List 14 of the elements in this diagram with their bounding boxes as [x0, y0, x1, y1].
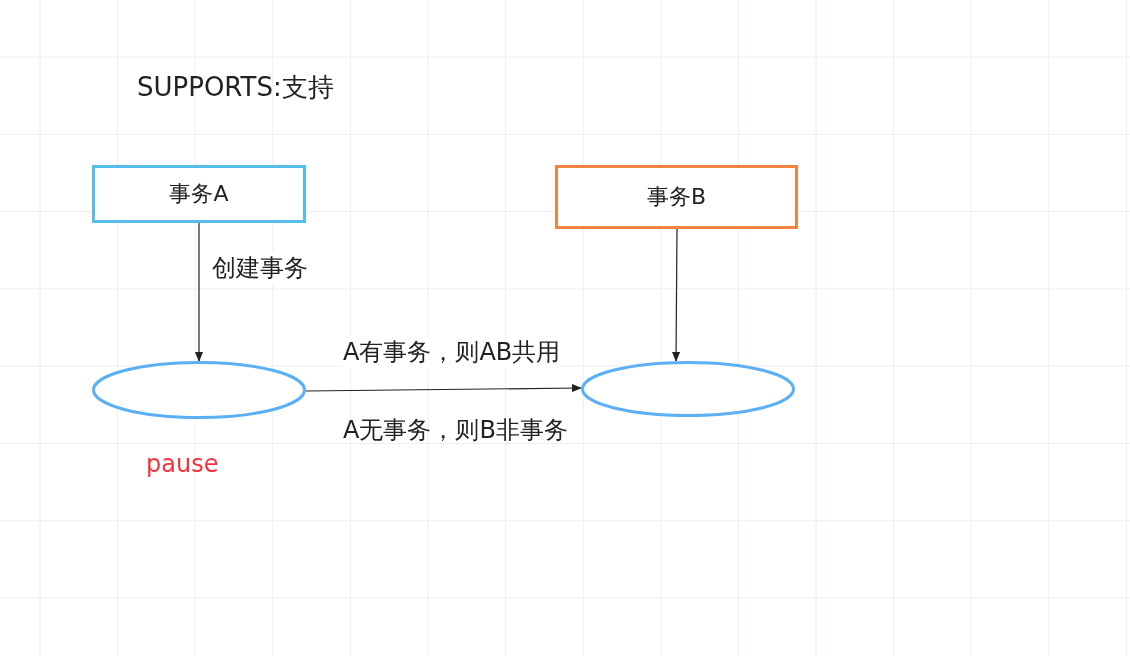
edge-label: A有事务，则AB共用 [343, 336, 561, 368]
arrow [195, 222, 203, 362]
ellipse-node [581, 361, 795, 417]
diagram-title: SUPPORTS:支持 [137, 71, 334, 104]
arrow [305, 384, 582, 393]
process-box [555, 165, 798, 229]
process-box [92, 165, 306, 223]
node-label: 事务B [646, 183, 707, 211]
ellipse-node [92, 361, 306, 419]
node-label: 事务A [169, 180, 229, 208]
edge-label: 创建事务 [212, 252, 308, 284]
node-caption: pause [146, 450, 219, 478]
arrow [672, 228, 681, 362]
annotation-text: A无事务，则B非事务 [343, 415, 568, 446]
